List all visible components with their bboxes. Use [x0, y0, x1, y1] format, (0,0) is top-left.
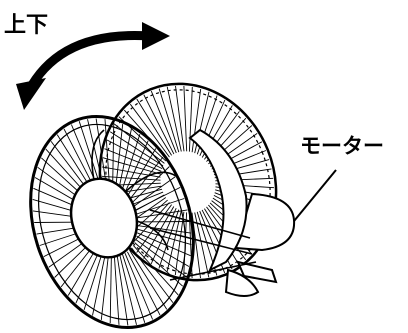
- guard-spoke: [92, 251, 107, 316]
- guard-spoke: [109, 131, 164, 167]
- guard-spoke: [117, 128, 132, 193]
- tilt-label: 上下: [4, 13, 49, 38]
- guard-spoke: [131, 176, 176, 208]
- guard-spoke: [122, 254, 146, 323]
- guard-spoke: [114, 124, 124, 191]
- guard-spoke: [129, 249, 168, 310]
- guard-spoke: [125, 148, 157, 199]
- guard-spoke: [109, 254, 112, 324]
- guard-spoke: [166, 210, 182, 273]
- guard-struts: [149, 209, 257, 281]
- guard-spoke: [188, 86, 193, 152]
- guard-spoke: [132, 244, 179, 296]
- guard-spoke: [129, 202, 170, 247]
- guard-spoke: [150, 90, 177, 154]
- guard-spoke: [158, 88, 180, 153]
- mount-base: [236, 260, 278, 284]
- guard-spoke: [135, 239, 187, 278]
- guard-spoke: [123, 140, 149, 197]
- guard-spoke: [194, 212, 210, 278]
- center-hub: [69, 177, 139, 259]
- front-guard: [29, 114, 195, 330]
- guard-spoke: [134, 198, 185, 215]
- guard-spoke: [113, 254, 120, 325]
- motor-housing: [188, 128, 296, 297]
- guard-spoke: [136, 98, 172, 156]
- guard-spoke: [116, 255, 129, 326]
- guard-spoke: [95, 118, 108, 189]
- guard-spoke: [119, 254, 137, 325]
- guard-spoke: [126, 251, 161, 316]
- guard-spoke: [120, 133, 141, 195]
- guard-spoke: [183, 85, 188, 152]
- guard-spoke: [143, 94, 175, 155]
- curved-double-arrow-icon: [16, 22, 170, 110]
- guard-spoke: [83, 249, 104, 311]
- guard-spoke: [137, 225, 192, 234]
- motor-label: モーター: [300, 134, 384, 158]
- guard-spoke: [136, 235, 190, 267]
- guard-spoke: [124, 253, 154, 320]
- guard-spoke: [137, 232, 191, 257]
- guard-spoke: [174, 211, 185, 276]
- guard-spoke: [75, 247, 101, 304]
- guard-spoke: [112, 120, 115, 190]
- guard-spoke: [100, 253, 110, 320]
- guard-spoke: [166, 86, 182, 152]
- guard-spoke: [137, 228, 192, 246]
- guard-spoke: [106, 139, 163, 169]
- guard-spoke: [104, 119, 111, 190]
- guard-spoke: [129, 103, 170, 158]
- guard-spoke: [133, 186, 181, 212]
- guard-spoke: [127, 156, 164, 202]
- guard-spoke: [150, 208, 177, 265]
- guard-spoke: [175, 85, 185, 152]
- guard-spoke: [104, 148, 162, 172]
- guard-spoke: [131, 247, 174, 303]
